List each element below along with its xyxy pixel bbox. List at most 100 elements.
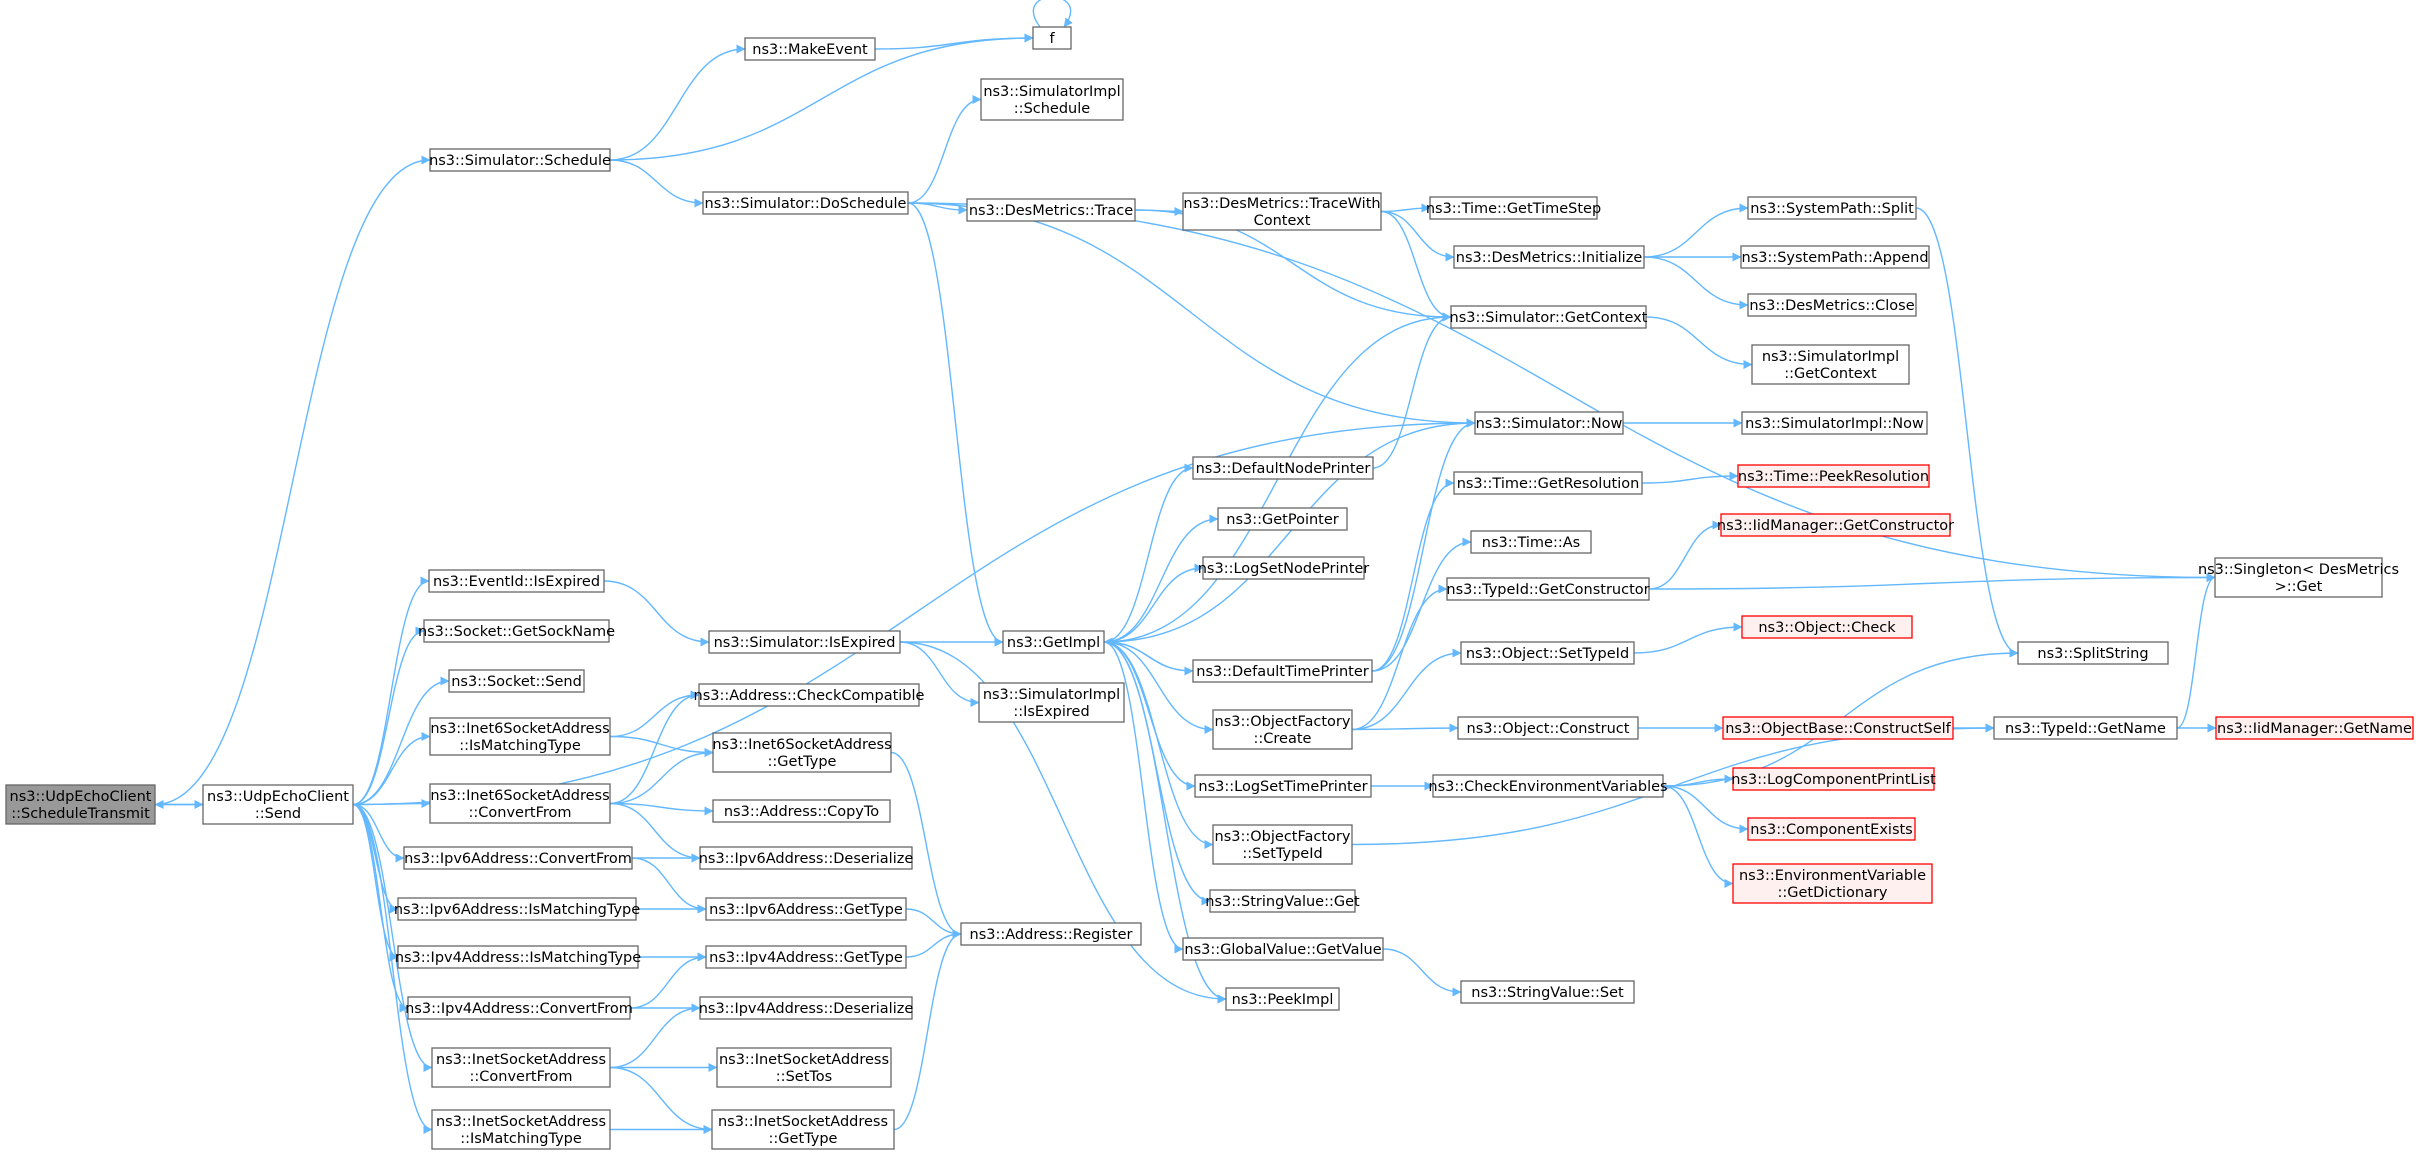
node-box[interactable]: [1192, 456, 1374, 480]
node-ns3-stringvalue-get[interactable]: ns3::StringValue::Get: [1205, 889, 1360, 913]
node-ns3-objectfactory-create[interactable]: ns3::ObjectFactory::Create: [1212, 709, 1353, 750]
node-ns3-time-as[interactable]: ns3::Time::As: [1470, 530, 1592, 554]
node-ns3-simulator-isexpired[interactable]: ns3::Simulator::IsExpired: [708, 630, 901, 654]
node-ns3-socket-getsockname[interactable]: ns3::Socket::GetSockName: [418, 619, 615, 643]
node-ns3-ipv6address-ismatchingtype[interactable]: ns3::Ipv6Address::IsMatchingType: [394, 897, 640, 921]
node-ns3-socket-send[interactable]: ns3::Socket::Send: [448, 669, 585, 693]
node-ns3-simulator-doschedule[interactable]: ns3::Simulator::DoSchedule: [702, 191, 909, 215]
node-ns3-ipv4address-gettype[interactable]: ns3::Ipv4Address::GetType: [705, 945, 907, 969]
node-box[interactable]: [1429, 196, 1598, 220]
node-box[interactable]: [2215, 716, 2414, 740]
node-box[interactable]: [1474, 411, 1624, 435]
node-ns3-checkenvironmentvariables[interactable]: ns3::CheckEnvironmentVariables: [1428, 774, 1668, 798]
node-ns3-systempath-append[interactable]: ns3::SystemPath::Append: [1740, 245, 1930, 269]
node-ns3-typeid-getconstructor[interactable]: ns3::TypeId::GetConstructor: [1446, 577, 1650, 601]
node-box[interactable]: [1212, 709, 1353, 750]
node-box[interactable]: [966, 198, 1136, 222]
node-box[interactable]: [448, 669, 585, 693]
node-box[interactable]: [1446, 577, 1650, 601]
node-box[interactable]: [403, 846, 633, 870]
node-ns3-object-settypeid[interactable]: ns3::Object::SetTypeId: [1460, 641, 1635, 665]
node-box[interactable]: [1470, 530, 1592, 554]
node-box[interactable]: [705, 897, 907, 921]
node-ns3-inet6socketaddress-convertfrom[interactable]: ns3::Inet6SocketAddress::ConvertFrom: [429, 783, 611, 824]
node-box[interactable]: [1202, 556, 1365, 580]
node-ns3-iidmanager-getconstructor[interactable]: ns3::IidManager::GetConstructor: [1717, 513, 1954, 537]
node-ns3-systempath-split[interactable]: ns3::SystemPath::Split: [1747, 196, 1917, 220]
node-box[interactable]: [1732, 863, 1933, 904]
node-box[interactable]: [1217, 507, 1348, 531]
node-box[interactable]: [980, 78, 1124, 121]
node-ns3-defaulttimeprinter[interactable]: ns3::DefaultTimePrinter: [1192, 659, 1373, 683]
node-box[interactable]: [1209, 889, 1356, 913]
node-ns3-getimpl[interactable]: ns3::GetImpl: [1002, 630, 1105, 654]
node-box[interactable]: [431, 1047, 611, 1088]
node-box[interactable]: [423, 619, 610, 643]
node-ns3-makeevent[interactable]: ns3::MakeEvent: [744, 37, 876, 61]
node-box[interactable]: [1453, 471, 1643, 495]
node-ns3-objectbase-constructself[interactable]: ns3::ObjectBase::ConstructSelf: [1722, 716, 1954, 740]
node-ns3-object-construct[interactable]: ns3::Object::Construct: [1457, 716, 1639, 740]
node-box[interactable]: [698, 683, 920, 707]
node-ns3-splitstring[interactable]: ns3::SplitString: [2017, 641, 2169, 665]
node-box[interactable]: [1741, 411, 1928, 435]
node-ns3-logsetnodeprinter[interactable]: ns3::LogSetNodePrinter: [1198, 556, 1370, 580]
node-ns3-environmentvariable-getdictionary[interactable]: ns3::EnvironmentVariable::GetDictionary: [1732, 863, 1933, 904]
node-box[interactable]: [1722, 716, 1954, 740]
node-box[interactable]: [699, 846, 913, 870]
node-ns3-inet6socketaddress-ismatchingtype[interactable]: ns3::Inet6SocketAddress::IsMatchingType: [429, 717, 611, 756]
node-box[interactable]: [712, 799, 891, 823]
node-box[interactable]: [428, 569, 605, 593]
node-ns3-logsettimeprinter[interactable]: ns3::LogSetTimePrinter: [1194, 774, 1372, 798]
node-ns3-ipv4address-convertfrom[interactable]: ns3::Ipv4Address::ConvertFrom: [405, 996, 633, 1020]
node-box[interactable]: [712, 732, 892, 773]
node-box[interactable]: [1737, 464, 1930, 488]
node-ns3-desmetrics-close[interactable]: ns3::DesMetrics::Close: [1747, 293, 1917, 317]
node-ns3-ipv6address-convertfrom[interactable]: ns3::Ipv6Address::ConvertFrom: [403, 846, 633, 870]
node-ns3-inetsocketaddress-gettype[interactable]: ns3::InetSocketAddress::GetType: [711, 1109, 895, 1150]
node-ns3-getpointer[interactable]: ns3::GetPointer: [1217, 507, 1348, 531]
node-ns3-inetsocketaddress-ismatchingtype[interactable]: ns3::InetSocketAddress::IsMatchingType: [431, 1109, 611, 1150]
node-box[interactable]: [397, 897, 637, 921]
node-box[interactable]: [407, 996, 631, 1020]
node-box[interactable]: [1032, 26, 1072, 50]
node-ns3-ipv4address-deserialize[interactable]: ns3::Ipv4Address::Deserialize: [699, 996, 914, 1020]
node-box[interactable]: [5, 784, 156, 825]
node-box[interactable]: [202, 784, 354, 825]
node-box[interactable]: [699, 996, 913, 1020]
node-box[interactable]: [1182, 937, 1384, 961]
node-box[interactable]: [1432, 774, 1664, 798]
node-box[interactable]: [1747, 817, 1916, 841]
node-box[interactable]: [1194, 774, 1372, 798]
node-ns3-ipv4address-ismatchingtype[interactable]: ns3::Ipv4Address::IsMatchingType: [395, 945, 641, 969]
node-box[interactable]: [1192, 659, 1373, 683]
node-ns3-desmetrics-trace[interactable]: ns3::DesMetrics::Trace: [966, 198, 1136, 222]
node-ns3-simulatorimpl-isexpired[interactable]: ns3::SimulatorImpl::IsExpired: [978, 682, 1125, 723]
node-ns3-stringvalue-set[interactable]: ns3::StringValue::Set: [1460, 980, 1635, 1004]
node-ns3-inetsocketaddress-convertfrom[interactable]: ns3::InetSocketAddress::ConvertFrom: [431, 1047, 611, 1088]
node-box[interactable]: [716, 1047, 892, 1088]
node-ns3-ipv6address-deserialize[interactable]: ns3::Ipv6Address::Deserialize: [699, 846, 914, 870]
node-ns3-inet6socketaddress-gettype[interactable]: ns3::Inet6SocketAddress::GetType: [712, 732, 892, 773]
node-ns3-simulator-schedule[interactable]: ns3::Simulator::Schedule: [429, 148, 611, 172]
node-box[interactable]: [1740, 245, 1930, 269]
node-ns3-inetsocketaddress-settos[interactable]: ns3::InetSocketAddress::SetTos: [716, 1047, 892, 1088]
node-ns3-udpechoclient-send[interactable]: ns3::UdpEchoClient::Send: [202, 784, 354, 825]
node-box[interactable]: [1747, 293, 1917, 317]
node-box[interactable]: [2214, 557, 2383, 598]
node-ns3-eventid-isexpired[interactable]: ns3::EventId::IsExpired: [428, 569, 605, 593]
node-box[interactable]: [1751, 344, 1910, 385]
node-ns3-singleton-desmetrics-get[interactable]: ns3::Singleton< DesMetrics >::Get: [2198, 557, 2399, 598]
node-f[interactable]: f: [1032, 26, 1072, 50]
node-box[interactable]: [429, 717, 611, 756]
node-box[interactable]: [702, 191, 909, 215]
node-ns3-simulator-getcontext[interactable]: ns3::Simulator::GetContext: [1450, 305, 1648, 329]
node-ns3-simulator-now[interactable]: ns3::Simulator::Now: [1474, 411, 1624, 435]
node-ns3-simulatorimpl-now[interactable]: ns3::SimulatorImpl::Now: [1741, 411, 1928, 435]
node-ns3-desmetrics-initialize[interactable]: ns3::DesMetrics::Initialize: [1453, 245, 1645, 269]
node-box[interactable]: [960, 922, 1142, 946]
node-ns3-typeid-getname[interactable]: ns3::TypeId::GetName: [1993, 716, 2178, 740]
node-ns3-defaultnodeprinter[interactable]: ns3::DefaultNodePrinter: [1192, 456, 1374, 480]
node-box[interactable]: [1212, 824, 1353, 865]
node-box[interactable]: [1453, 245, 1645, 269]
